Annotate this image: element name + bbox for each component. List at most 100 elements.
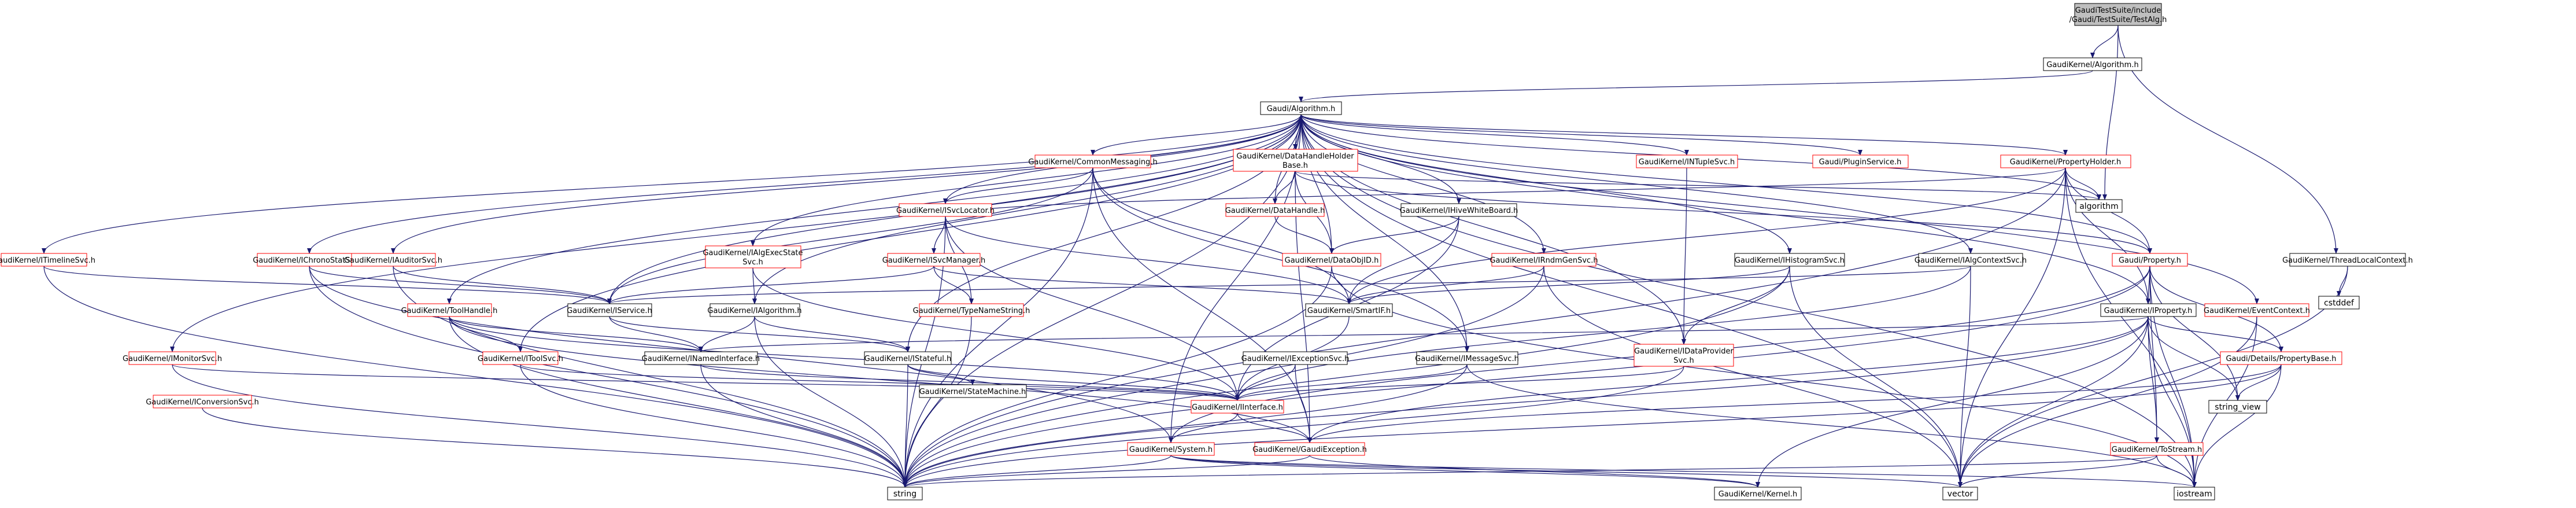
node-gk-algorithm[interactable]: GaudiKernel/Algorithm.h (2043, 57, 2142, 71)
node-iproperty[interactable]: GaudiKernel/IProperty.h (2100, 303, 2197, 317)
svg-text:GaudiKernel/IStateful.h: GaudiKernel/IStateful.h (864, 355, 951, 363)
dependency-edge (752, 267, 1240, 401)
dependency-edge (1235, 266, 1971, 401)
dependency-edge (903, 114, 1302, 488)
svg-text:GaudiKernel/SmartIF.h: GaudiKernel/SmartIF.h (1307, 307, 1391, 315)
node-datahandleholderbase[interactable]: GaudiKernel/DataHandleHolder Base.h (1233, 149, 1358, 172)
svg-text:Gaudi/Property.h: Gaudi/Property.h (2119, 256, 2181, 265)
dependency-edge (903, 455, 2157, 488)
node-string-view[interactable]: string_view (2208, 400, 2267, 414)
dependency-edge (607, 266, 934, 304)
node-iinterface[interactable]: GaudiKernel/IInterface.h (1191, 400, 1284, 414)
dependency-edge (700, 364, 907, 488)
node-ialgcontextsvc[interactable]: GaudiKernel/IAlgContextSvc.h (1915, 253, 2027, 267)
dependency-edge (1295, 171, 1312, 443)
dependency-edge (903, 364, 908, 488)
svg-text:GaudiKernel/IHiveWhiteBoard.h: GaudiKernel/IHiveWhiteBoard.h (1400, 207, 1518, 215)
node-string[interactable]: string (887, 487, 923, 500)
node-iauditorsvc[interactable]: GaudiKernel/IAuditorSvc.h (344, 253, 442, 267)
node-idataprovidersvc[interactable]: GaudiKernel/IDataProvider Svc.h (1633, 344, 1734, 367)
node-iexceptionsvc[interactable]: GaudiKernel/IExceptionSvc.h (1241, 351, 1350, 365)
node-cstddef[interactable]: cstddef (2318, 296, 2360, 310)
node-commonmessaging[interactable]: GaudiKernel/CommonMessaging.h (1028, 154, 1158, 168)
node-isvcmanager[interactable]: GaudiKernel/ISvcManager.h (882, 253, 985, 267)
node-itimelinesvc[interactable]: GaudiKernel/ITimelineSvc.h (0, 253, 95, 267)
svg-text:iostream: iostream (2176, 489, 2212, 499)
dependency-edge (907, 364, 1240, 401)
node-threadlocalcontext[interactable]: GaudiKernel/ThreadLocalContext.h (2282, 253, 2413, 267)
dependency-edge (752, 267, 757, 304)
dependency-edge (609, 316, 910, 352)
node-eventcontext[interactable]: GaudiKernel/EventContext.h (2204, 303, 2310, 317)
dependency-edge (1235, 364, 1296, 401)
node-imessagesvc[interactable]: GaudiKernel/IMessageSvc.h (1415, 351, 1519, 365)
node-smartif[interactable]: GaudiKernel/SmartIF.h (1305, 303, 1393, 317)
dependency-edge (2065, 167, 2197, 488)
dependency-edge (1958, 316, 2257, 488)
dependency-edge (2148, 316, 2240, 401)
node-ichronostatsvc[interactable]: GaudiKernel/IChronoStatSvc.h (253, 253, 366, 267)
dependency-edge (1307, 316, 2149, 443)
dependency-edge (2192, 364, 2282, 488)
node-ialgorithm[interactable]: GaudiKernel/IAlgorithm.h (707, 303, 802, 317)
svg-text:GaudiKernel/System.h: GaudiKernel/System.h (1129, 446, 1213, 454)
node-irndmgensvc[interactable]: GaudiKernel/IRndmGenSvc.h (1490, 253, 1598, 267)
node-iservice[interactable]: GaudiKernel/IService.h (567, 303, 652, 317)
dependency-edge (2148, 316, 2159, 443)
node-typenamestring[interactable]: GaudiKernel/TypeNameString.h (913, 303, 1030, 317)
svg-text:GaudiKernel/ThreadLocalContext: GaudiKernel/ThreadLocalContext.h (2282, 256, 2413, 265)
node-toolhandle[interactable]: GaudiKernel/ToolHandle.h (401, 303, 498, 317)
node-kernel[interactable]: GaudiKernel/Kernel.h (1714, 487, 1802, 500)
node-algorithm[interactable]: algorithm (2075, 199, 2123, 213)
node-ihistogramsvc[interactable]: GaudiKernel/IHistogramSvc.h (1734, 253, 1845, 267)
node-propertybase[interactable]: Gaudi/Details/PropertyBase.h (2220, 351, 2342, 365)
dependency-edge (943, 167, 1093, 204)
node-itoolsvc[interactable]: GaudiKernel/IToolSvc.h (478, 351, 563, 365)
node-imonitorsvc[interactable]: GaudiKernel/IMonitorSvc.h (123, 351, 222, 365)
dependency-edge (698, 316, 2149, 352)
node-vector[interactable]: vector (1942, 487, 1978, 500)
svg-text:GaudiKernel/IHistogramSvc.h: GaudiKernel/IHistogramSvc.h (1735, 256, 1845, 265)
node-istateful[interactable]: GaudiKernel/IStateful.h (864, 351, 952, 365)
node-pluginservice[interactable]: Gaudi/PluginService.h (1812, 154, 1909, 168)
node-tostream[interactable]: GaudiKernel/ToStream.h (2110, 442, 2204, 456)
svg-text:GaudiKernel/IExceptionSvc.h: GaudiKernel/IExceptionSvc.h (1241, 355, 1350, 363)
svg-text:GaudiKernel/Algorithm.h: GaudiKernel/Algorithm.h (2046, 61, 2138, 69)
node-intuplesvc[interactable]: GaudiKernel/INTupleSvc.h (1636, 154, 1738, 168)
dependency-edge (2090, 25, 2119, 58)
svg-text:GaudiKernel/PropertyHolder.h: GaudiKernel/PropertyHolder.h (2010, 158, 2122, 167)
dependency-edge (1274, 216, 1334, 254)
dependency-edge (520, 364, 907, 488)
svg-text:GaudiKernel/ToolHandle.h: GaudiKernel/ToolHandle.h (401, 307, 498, 315)
node-iconversionsvc[interactable]: GaudiKernel/IConversionSvc.h (146, 395, 259, 408)
node-gaudi-property[interactable]: Gaudi/Property.h (2112, 253, 2188, 267)
node-ihivewhiteboard[interactable]: GaudiKernel/IHiveWhiteBoard.h (1400, 203, 1518, 217)
node-root-testalg[interactable]: GaudiTestSuite/include /Gaudi/TestSuite/… (2069, 3, 2167, 26)
node-iostream[interactable]: iostream (2174, 487, 2215, 500)
dependency-edge (520, 364, 1240, 401)
svg-text:GaudiKernel/DataHandle.h: GaudiKernel/DataHandle.h (1225, 207, 1325, 215)
node-gaudi-algorithm[interactable]: Gaudi/Algorithm.h (1260, 101, 1342, 115)
node-statemachine[interactable]: GaudiKernel/StateMachine.h (919, 384, 1027, 398)
dependency-edge (1170, 455, 1963, 488)
svg-text:GaudiKernel/IInterface.h: GaudiKernel/IInterface.h (1192, 403, 1283, 412)
dependency-edge (449, 316, 523, 352)
svg-text:GaudiKernel/IAlgorithm.h: GaudiKernel/IAlgorithm.h (707, 307, 801, 315)
node-dataobjid[interactable]: GaudiKernel/DataObjID.h (1282, 253, 1381, 267)
dependency-edge (1300, 114, 1334, 254)
node-gaudiexception[interactable]: GaudiKernel/GaudiException.h (1252, 442, 1367, 456)
svg-text:GaudiKernel/IDataProvider: GaudiKernel/IDataProvider (1634, 347, 1734, 356)
dependency-edge (754, 316, 907, 488)
node-inamedinterface[interactable]: GaudiKernel/INamedInterface.h (642, 351, 760, 365)
node-propertyholder[interactable]: GaudiKernel/PropertyHolder.h (2000, 154, 2131, 168)
node-ialgexecstatesvc[interactable]: GaudiKernel/IAlgExecState Svc.h (703, 245, 803, 268)
dependency-edge (609, 316, 703, 352)
node-isvclocator[interactable]: GaudiKernel/ISvcLocator.h (896, 203, 995, 217)
dependency-edge (391, 114, 1302, 254)
dependency-edge (933, 266, 1351, 304)
svg-text:GaudiKernel/IAlgContextSvc.h: GaudiKernel/IAlgContextSvc.h (1915, 256, 2027, 265)
dependency-edge (903, 455, 1310, 488)
node-system[interactable]: GaudiKernel/System.h (1127, 442, 1215, 456)
node-datahandle[interactable]: GaudiKernel/DataHandle.h (1225, 203, 1325, 217)
